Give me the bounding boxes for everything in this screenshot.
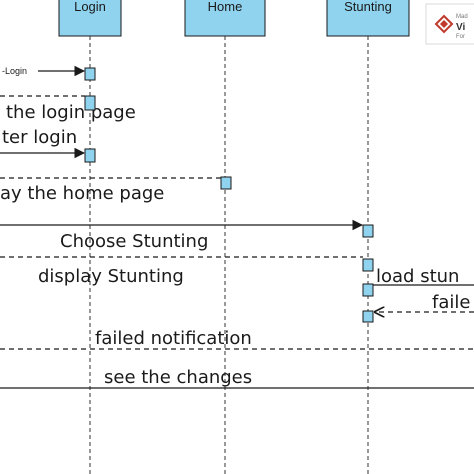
activation-stunting-3 <box>362 283 374 297</box>
activation-stunting-2 <box>362 258 374 272</box>
message-1-label: -Login <box>2 66 27 76</box>
message-8[interactable]: faile <box>375 292 474 313</box>
message-7[interactable]: load stun <box>373 266 474 287</box>
message-10-label: see the changes <box>104 367 252 388</box>
message-9-label: failed notification <box>95 328 252 349</box>
activation-stunting-1 <box>362 224 374 238</box>
lifeline-home[interactable]: Home <box>184 0 266 474</box>
activation-stunting-4 <box>362 310 374 323</box>
watermark-line1: Mad <box>456 14 468 20</box>
watermark-line3: For <box>456 34 465 40</box>
activation-login-2 <box>84 95 96 111</box>
message-3-label: ter login <box>2 127 77 148</box>
lifeline-stunting-title: Stunting <box>344 0 392 14</box>
message-4-label: ay the home page <box>0 183 164 204</box>
lifeline-login[interactable]: Login <box>58 0 122 474</box>
watermark-logo: Mad Vi For <box>425 3 474 45</box>
message-6-label: display Stunting <box>38 266 184 287</box>
message-5[interactable]: Choose Stunting <box>0 219 364 252</box>
watermark-line2: Vi <box>456 22 465 33</box>
message-9[interactable]: failed notification <box>0 328 474 350</box>
activation-login-3 <box>84 148 96 163</box>
diamond-logo-icon <box>434 14 454 34</box>
message-4[interactable]: ay the home page <box>0 177 221 204</box>
lifeline-login-header <box>58 0 122 37</box>
message-10[interactable]: see the changes <box>0 367 474 389</box>
message-3[interactable]: ter login <box>0 127 86 159</box>
message-2-label: the login page <box>6 102 136 123</box>
message-1[interactable]: -Login <box>2 65 86 77</box>
message-6[interactable]: display Stunting <box>0 256 363 287</box>
message-8-label: faile <box>432 292 470 313</box>
watermark-background <box>425 3 474 45</box>
lifeline-home-title: Home <box>208 0 243 14</box>
lifeline-stunting[interactable]: Stunting <box>326 0 410 474</box>
message-5-label: Choose Stunting <box>60 231 208 252</box>
activation-login-1 <box>84 67 96 81</box>
message-7-label: load stun <box>376 266 459 287</box>
message-2[interactable]: the login page <box>0 95 136 123</box>
lifeline-home-header <box>184 0 266 37</box>
lifeline-stunting-header <box>326 0 410 37</box>
lifeline-login-title: Login <box>74 0 106 14</box>
activation-home-1 <box>220 176 232 190</box>
